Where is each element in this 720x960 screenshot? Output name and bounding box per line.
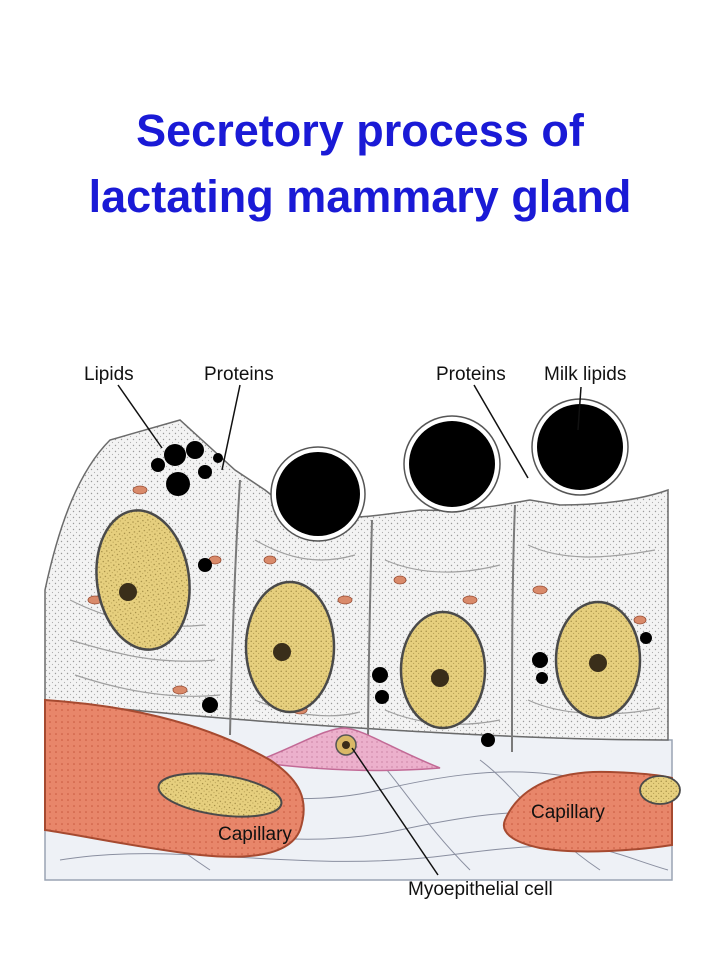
milk-lipid-droplets xyxy=(270,398,629,542)
label-capillary-left: Capillary xyxy=(218,824,292,845)
nucleus-2 xyxy=(244,580,336,714)
capillary-right-vessel xyxy=(502,770,681,853)
label-capillary-right: Capillary xyxy=(531,802,605,823)
label-milk-lipids: Milk lipids xyxy=(544,364,626,385)
title-line-1: Secretory process of xyxy=(136,105,584,156)
slide-title: Secretory process of lactating mammary g… xyxy=(0,98,720,230)
label-proteins-left: Proteins xyxy=(204,364,274,385)
label-myoepithelial-cell: Myoepithelial cell xyxy=(408,879,553,900)
lipid-cluster xyxy=(151,441,223,496)
nuclei xyxy=(95,509,642,730)
leader-lines xyxy=(117,384,582,876)
small-lipid-droplets xyxy=(198,558,652,747)
label-lipids: Lipids xyxy=(84,364,134,385)
capillary-left-vessel xyxy=(44,698,305,858)
nucleus-1 xyxy=(95,509,191,651)
label-proteins-right: Proteins xyxy=(436,364,506,385)
title-line-2: lactating mammary gland xyxy=(88,171,632,222)
cell-boundaries xyxy=(229,479,516,753)
